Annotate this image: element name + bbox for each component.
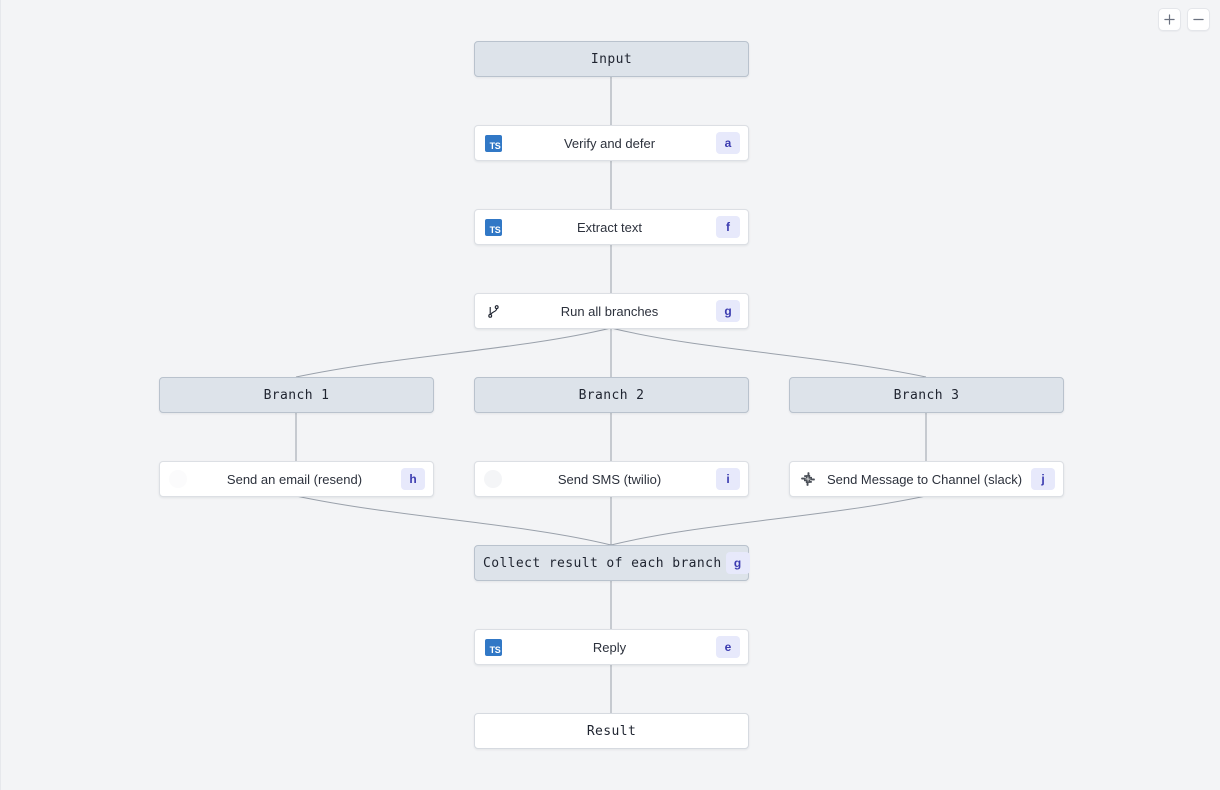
minus-icon — [1193, 18, 1204, 21]
node-verify-and-defer[interactable]: TS Verify and defer a — [474, 125, 749, 161]
node-result[interactable]: Result — [474, 713, 749, 749]
node-input-label: Input — [590, 51, 633, 67]
node-branch-1-label: Branch 1 — [263, 387, 330, 403]
node-branch-1[interactable]: Branch 1 — [159, 377, 434, 413]
node-send-message-to-channel-slack[interactable]: Send Message to Channel (slack) j — [789, 461, 1064, 497]
node-input[interactable]: Input — [474, 41, 749, 77]
typescript-icon: TS — [483, 637, 503, 657]
node-branch-3-label: Branch 3 — [893, 387, 960, 403]
typescript-icon: TS — [483, 133, 503, 153]
slack-icon — [798, 469, 818, 489]
node-extract-text[interactable]: TS Extract text f — [474, 209, 749, 245]
zoom-out-button[interactable] — [1187, 8, 1210, 31]
node-send-an-email-resend-badge[interactable]: h — [401, 468, 425, 490]
node-send-message-to-channel-slack-label: Send Message to Channel (slack) — [826, 471, 1023, 487]
node-send-sms-twilio[interactable]: Send SMS (twilio) i — [474, 461, 749, 497]
node-run-all-branches-badge[interactable]: g — [716, 300, 740, 322]
node-run-all-branches[interactable]: Run all branches g — [474, 293, 749, 329]
typescript-icon: TS — [483, 217, 503, 237]
node-reply[interactable]: TS Reply e — [474, 629, 749, 665]
node-extract-text-badge[interactable]: f — [716, 216, 740, 238]
node-branch-2-label: Branch 2 — [578, 387, 645, 403]
node-send-sms-twilio-badge[interactable]: i — [716, 468, 740, 490]
zoom-controls — [1158, 8, 1210, 31]
node-verify-and-defer-badge[interactable]: a — [716, 132, 740, 154]
node-result-label: Result — [586, 723, 637, 739]
node-collect-result[interactable]: Collect result of each branch g — [474, 545, 750, 581]
resend-icon — [168, 469, 188, 489]
node-collect-result-label: Collect result of each branch — [483, 555, 722, 571]
node-reply-badge[interactable]: e — [716, 636, 740, 658]
node-send-an-email-resend[interactable]: Send an email (resend) h — [159, 461, 434, 497]
node-reply-label: Reply — [592, 639, 627, 655]
node-branch-2[interactable]: Branch 2 — [474, 377, 749, 413]
zoom-in-button[interactable] — [1158, 8, 1181, 31]
node-send-an-email-resend-label: Send an email (resend) — [226, 471, 363, 487]
node-send-sms-twilio-label: Send SMS (twilio) — [557, 471, 662, 487]
edge-runall-to-branch3 — [610, 327, 927, 378]
node-verify-and-defer-label: Verify and defer — [563, 135, 656, 151]
branch-icon — [483, 301, 503, 321]
edge-slack-to-collect — [610, 495, 927, 546]
node-branch-3[interactable]: Branch 3 — [789, 377, 1064, 413]
node-send-message-to-channel-slack-badge[interactable]: j — [1031, 468, 1055, 490]
twilio-icon — [483, 469, 503, 489]
plus-icon — [1164, 14, 1175, 25]
node-extract-text-label: Extract text — [576, 219, 643, 235]
edge-runall-to-branch1 — [295, 327, 612, 378]
node-run-all-branches-label: Run all branches — [560, 303, 659, 319]
edge-email-to-collect — [295, 495, 612, 546]
node-collect-result-badge[interactable]: g — [725, 552, 750, 574]
